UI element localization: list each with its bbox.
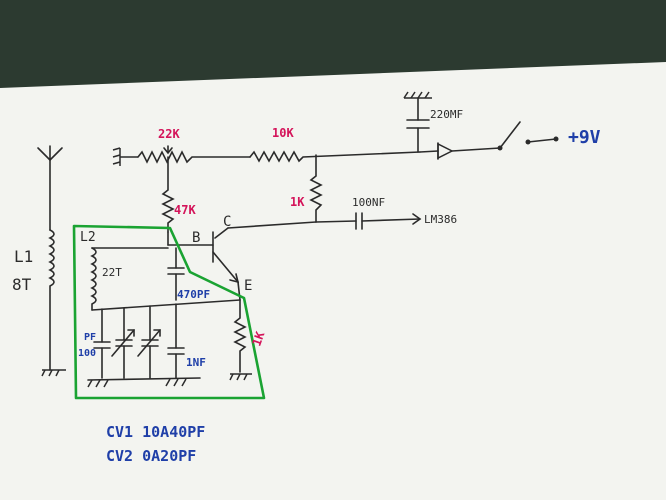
variable-capacitor-cv1 bbox=[111, 307, 135, 379]
coil-l2 bbox=[90, 247, 97, 311]
label-l2: L2 bbox=[80, 230, 96, 245]
capacitor-470pf bbox=[167, 247, 185, 301]
label-cv1-range: CV1 10A40PF bbox=[106, 423, 205, 441]
label-100nf: 100NF bbox=[352, 196, 385, 209]
variable-capacitor-cv2 bbox=[137, 305, 161, 379]
capacitor-100nf bbox=[355, 212, 422, 230]
tank-bus-wire bbox=[91, 299, 241, 311]
ground-tank bbox=[87, 378, 187, 388]
diode-symbol bbox=[419, 142, 501, 160]
capacitor-100pf bbox=[93, 308, 111, 379]
label-pin-c: C bbox=[223, 214, 231, 230]
resistor-1k-collector bbox=[309, 154, 323, 223]
label-100pf-b: 100 bbox=[78, 348, 96, 359]
label-cv2-range: CV2 0A20PF bbox=[106, 447, 196, 465]
label-220mf: 220MF bbox=[430, 108, 463, 121]
label-pin-b: B bbox=[192, 230, 200, 246]
pot-wiper-arrow bbox=[163, 147, 173, 155]
tank-circuit-outline bbox=[72, 224, 266, 400]
label-pin-e: E bbox=[244, 278, 252, 294]
power-switch bbox=[497, 121, 559, 151]
label-l1: L1 bbox=[14, 247, 33, 266]
output-wire bbox=[315, 220, 357, 223]
ground-emitter bbox=[229, 373, 252, 381]
resistor-22k bbox=[137, 150, 251, 164]
label-470pf: 470PF bbox=[177, 288, 210, 301]
paper-sheet bbox=[0, 62, 666, 500]
resistor-47k bbox=[161, 156, 175, 233]
coil-l1 bbox=[48, 229, 55, 371]
antenna-symbol bbox=[37, 145, 63, 231]
label-l1-turns: 8T bbox=[12, 275, 32, 294]
capacitor-220mf bbox=[403, 91, 432, 153]
ground-l1 bbox=[41, 369, 66, 377]
resistor-10k bbox=[249, 150, 421, 163]
label-47k: 47K bbox=[174, 203, 196, 217]
label-lm386: LM386 bbox=[424, 213, 457, 226]
label-10k: 10K bbox=[272, 126, 294, 140]
label-1k-top: 1K bbox=[290, 195, 305, 209]
label-l2-turns: 22T bbox=[102, 266, 122, 279]
tank-ground-bus bbox=[87, 377, 201, 381]
label-22k: 22K bbox=[158, 127, 180, 141]
resistor-1k-emitter bbox=[233, 299, 247, 373]
label-plus-9v: +9V bbox=[568, 127, 601, 148]
capacitor-1nf bbox=[167, 303, 185, 379]
label-1nf: 1NF bbox=[186, 356, 206, 369]
label-1k-bottom: 1K bbox=[249, 329, 267, 348]
ground-symbol-top-left bbox=[112, 147, 138, 166]
label-100pf-a: PF bbox=[84, 332, 96, 343]
